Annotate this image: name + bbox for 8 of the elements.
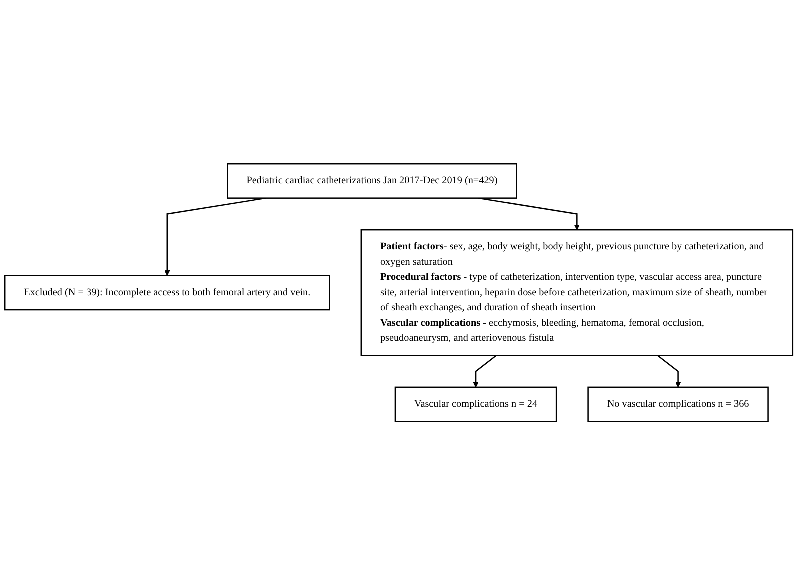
node-box: Patient factors- sex, age, body weight, body height, previous puncture by catheterization, and oxygen saturation Procedural factors - type of catheterization, intervention type, vascular access area, puncture site, arterial intervention, heparin dose before catheterization, maximum size of sheath, number of sheath exchanges, and duration of sheath insertion Vascular complications - ecchymosis, bleeding, hematoma, femoral occlusion, pseudoaneurysm, and arteriovenous fistula xyxy=(360,230,794,356)
node-box: No vascular complications n = 366 xyxy=(588,386,769,422)
node-box: Pediatric cardiac catheterizations Jan 2017-Dec 2019 (n=429) xyxy=(227,164,518,200)
node-box: Vascular complications n = 24 xyxy=(394,386,558,422)
arrow xyxy=(473,355,497,388)
arrow xyxy=(478,198,580,230)
node-box: Excluded (N = 39): Incomplete access to both femoral artery and vein. xyxy=(4,275,330,311)
arrow xyxy=(658,355,682,388)
